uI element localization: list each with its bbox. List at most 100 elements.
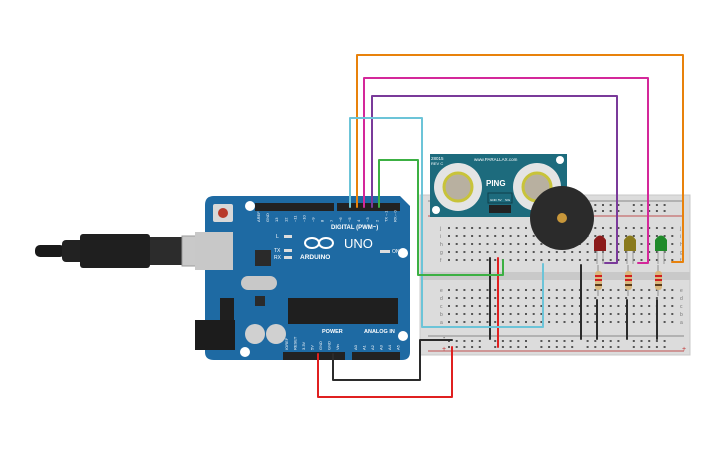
breadboard-hole[interactable] — [671, 297, 674, 299]
wire-orange-pin6[interactable] — [356, 54, 684, 263]
breadboard-hole[interactable] — [532, 235, 535, 237]
rail-hole[interactable] — [655, 210, 658, 212]
breadboard-hole[interactable] — [540, 251, 543, 253]
breadboard-hole[interactable] — [486, 251, 489, 253]
breadboard-hole[interactable] — [540, 243, 543, 245]
breadboard-hole[interactable] — [586, 259, 589, 261]
breadboard-hole[interactable] — [486, 235, 489, 237]
breadboard-hole[interactable] — [655, 227, 658, 229]
rail-hole[interactable] — [525, 346, 527, 348]
breadboard-hole[interactable] — [594, 259, 597, 261]
breadboard-hole[interactable] — [486, 259, 489, 261]
rail-hole[interactable] — [448, 346, 450, 348]
breadboard-hole[interactable] — [671, 251, 674, 253]
breadboard-hole[interactable] — [548, 289, 551, 291]
breadboard-hole[interactable] — [609, 305, 612, 307]
breadboard-hole[interactable] — [563, 259, 566, 261]
breadboard-hole[interactable] — [632, 227, 635, 229]
breadboard-hole[interactable] — [486, 297, 489, 299]
breadboard-hole[interactable] — [617, 259, 620, 261]
rail-hole[interactable] — [563, 340, 566, 342]
rail-hole[interactable] — [594, 346, 597, 348]
breadboard-hole[interactable] — [501, 251, 504, 253]
breadboard-hole[interactable] — [632, 235, 635, 237]
breadboard-hole[interactable] — [501, 235, 504, 237]
breadboard-hole[interactable] — [501, 321, 504, 323]
breadboard-hole[interactable] — [471, 321, 474, 323]
breadboard-hole[interactable] — [463, 313, 466, 315]
breadboard-hole[interactable] — [632, 289, 635, 291]
rail-hole[interactable] — [609, 346, 612, 348]
breadboard-hole[interactable] — [463, 305, 466, 307]
breadboard-hole[interactable] — [578, 251, 581, 253]
breadboard-hole[interactable] — [509, 321, 512, 323]
breadboard-hole[interactable] — [663, 227, 666, 229]
rail-hole[interactable] — [632, 346, 635, 348]
breadboard-hole[interactable] — [471, 313, 474, 315]
breadboard-hole[interactable] — [632, 321, 635, 323]
breadboard-hole[interactable] — [540, 289, 543, 291]
breadboard-hole[interactable] — [478, 289, 481, 291]
breadboard-hole[interactable] — [478, 321, 481, 323]
breadboard-hole[interactable] — [548, 321, 551, 323]
breadboard-hole[interactable] — [602, 313, 604, 315]
breadboard-hole[interactable] — [525, 243, 527, 245]
breadboard-hole[interactable] — [463, 251, 466, 253]
breadboard-hole[interactable] — [586, 305, 589, 307]
breadboard-hole[interactable] — [671, 289, 674, 291]
breadboard-hole[interactable] — [609, 313, 612, 315]
rail-hole[interactable] — [632, 340, 635, 342]
breadboard-hole[interactable] — [494, 297, 497, 299]
rail-hole[interactable] — [571, 340, 574, 342]
breadboard-hole[interactable] — [663, 259, 666, 261]
breadboard-hole[interactable] — [517, 305, 520, 307]
breadboard-hole[interactable] — [532, 259, 535, 261]
breadboard-hole[interactable] — [663, 297, 666, 299]
breadboard-hole[interactable] — [525, 297, 527, 299]
rail-hole[interactable] — [586, 340, 589, 342]
breadboard-hole[interactable] — [448, 243, 450, 245]
rail-hole[interactable] — [501, 340, 504, 342]
breadboard-hole[interactable] — [463, 297, 466, 299]
breadboard-hole[interactable] — [501, 313, 504, 315]
breadboard-hole[interactable] — [555, 251, 558, 253]
breadboard-hole[interactable] — [578, 259, 581, 261]
wire-green-pin2[interactable] — [378, 159, 504, 276]
breadboard-hole[interactable] — [602, 289, 604, 291]
breadboard-hole[interactable] — [625, 227, 628, 229]
breadboard-hole[interactable] — [594, 321, 597, 323]
breadboard-hole[interactable] — [640, 313, 643, 315]
breadboard-hole[interactable] — [617, 313, 620, 315]
breadboard-hole[interactable] — [617, 305, 620, 307]
breadboard-hole[interactable] — [586, 243, 589, 245]
rail-hole[interactable] — [555, 340, 558, 342]
wire-magenta-pin5[interactable] — [363, 77, 649, 264]
breadboard-hole[interactable] — [648, 251, 651, 253]
rail-hole[interactable] — [478, 346, 481, 348]
breadboard-hole[interactable] — [448, 313, 450, 315]
reset-button-cap[interactable] — [218, 208, 228, 218]
breadboard-hole[interactable] — [501, 289, 504, 291]
resistor[interactable] — [655, 265, 662, 296]
breadboard-hole[interactable] — [494, 313, 497, 315]
breadboard-hole[interactable] — [586, 289, 589, 291]
breadboard-hole[interactable] — [517, 227, 520, 229]
breadboard-hole[interactable] — [478, 235, 481, 237]
breadboard-hole[interactable] — [586, 313, 589, 315]
breadboard-hole[interactable] — [648, 259, 651, 261]
rail-hole[interactable] — [517, 340, 520, 342]
rail-hole[interactable] — [571, 346, 574, 348]
breadboard-hole[interactable] — [640, 305, 643, 307]
breadboard-hole[interactable] — [540, 259, 543, 261]
breadboard-hole[interactable] — [563, 321, 566, 323]
breadboard-hole[interactable] — [532, 297, 535, 299]
breadboard-hole[interactable] — [602, 227, 604, 229]
breadboard-hole[interactable] — [640, 259, 643, 261]
breadboard-hole[interactable] — [548, 305, 551, 307]
breadboard-hole[interactable] — [571, 259, 574, 261]
breadboard-hole[interactable] — [525, 227, 527, 229]
rail-hole[interactable] — [478, 340, 481, 342]
breadboard-hole[interactable] — [648, 243, 651, 245]
breadboard-hole[interactable] — [671, 305, 674, 307]
rail-hole[interactable] — [540, 346, 543, 348]
